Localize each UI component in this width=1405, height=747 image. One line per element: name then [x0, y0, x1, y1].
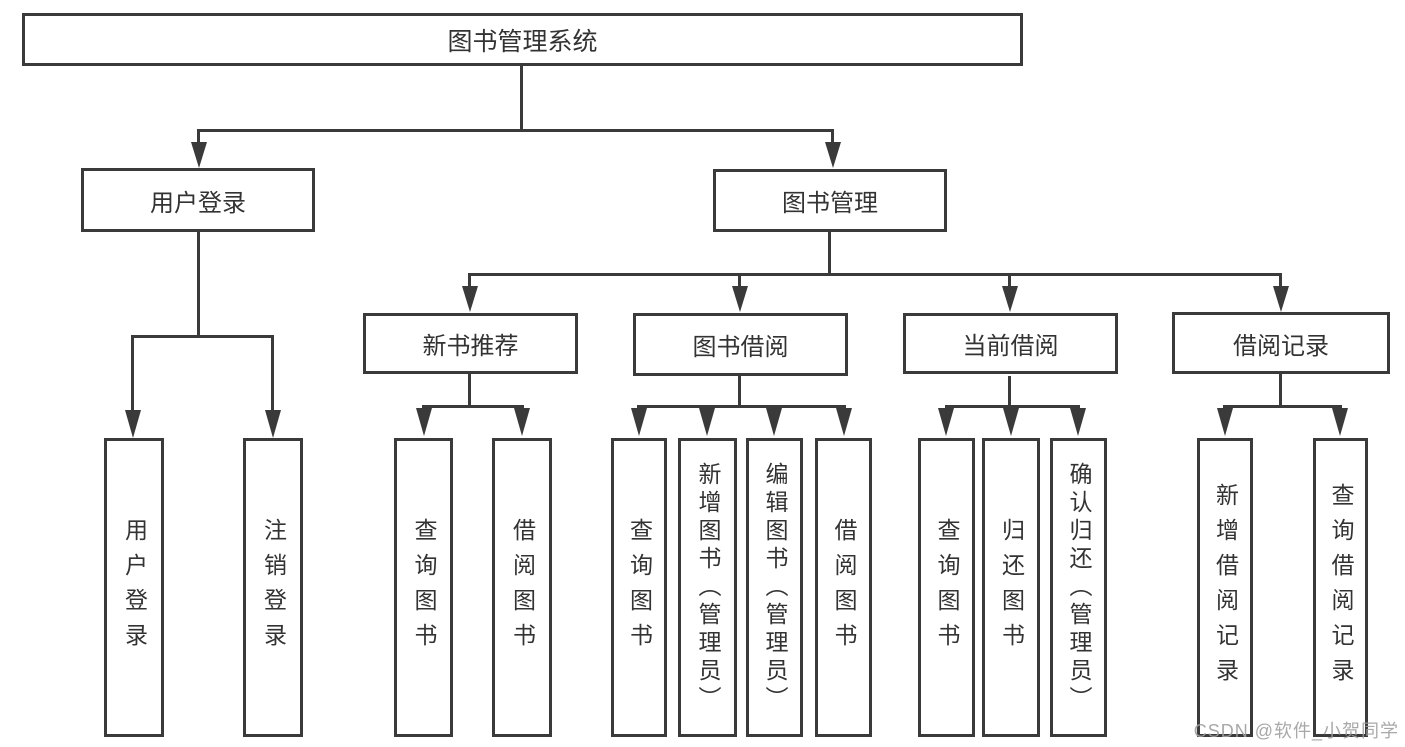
connector-line [197, 129, 834, 132]
arrow-down-icon [766, 408, 782, 436]
connector-line [828, 232, 831, 276]
csdn-watermark: CSDN @软件_小贺同学 [1193, 721, 1399, 741]
leaf-label: 编辑图书（管理员） [762, 461, 788, 714]
node-new-book-recommendation: 新书推荐 [363, 313, 578, 374]
leaf-label: 查询借阅记录 [1328, 482, 1354, 693]
node-user-login: 用户登录 [81, 168, 315, 232]
connector-line [1223, 405, 1342, 408]
arrow-down-icon [1332, 408, 1348, 436]
leaf-edit-books-admin: 编辑图书（管理员） [746, 438, 803, 737]
leaf-borrow-books-recommend: 借阅图书 [492, 438, 552, 737]
connector-line [831, 129, 834, 145]
node-label: 当前借阅 [962, 333, 1059, 360]
connector-line [197, 232, 200, 335]
leaf-query-borrowing-record: 查询借阅记录 [1313, 438, 1368, 737]
connector-line [271, 335, 274, 410]
node-label: 图书管理系统 [447, 27, 598, 56]
node-current-borrowing: 当前借阅 [903, 313, 1118, 374]
leaf-query-books-recommend: 查询图书 [394, 438, 453, 737]
arrow-down-icon [191, 142, 207, 168]
leaf-confirm-return-admin: 确认归还（管理员） [1050, 438, 1107, 737]
arrow-down-icon [125, 410, 141, 438]
leaf-add-books-admin: 新增图书（管理员） [678, 438, 737, 737]
node-label: 图书借阅 [692, 334, 789, 361]
connector-line [738, 276, 741, 288]
leaf-label: 归还图书 [998, 517, 1025, 658]
node-label: 图书管理 [782, 190, 878, 217]
connector-line [520, 66, 523, 129]
connector-line [1008, 276, 1011, 288]
leaf-label: 借阅图书 [509, 517, 536, 658]
connector-line [197, 129, 200, 145]
leaf-label: 注销登录 [260, 517, 287, 658]
connector-line [1008, 376, 1011, 408]
arrow-down-icon [1273, 286, 1289, 312]
leaf-label: 新增图书（管理员） [695, 461, 721, 714]
leaf-user-login: 用户登录 [104, 438, 164, 737]
leaf-label: 查询图书 [934, 517, 960, 658]
node-library-management-system: 图书管理系统 [22, 13, 1023, 66]
connector-line [468, 374, 471, 408]
leaf-label: 查询图书 [626, 517, 653, 658]
connector-line [131, 335, 134, 410]
leaf-label: 借阅图书 [831, 517, 857, 658]
leaf-label: 查询图书 [411, 517, 437, 658]
node-book-borrowing: 图书借阅 [633, 313, 848, 376]
arrow-down-icon [732, 286, 748, 312]
connector-line [1279, 373, 1282, 408]
leaf-label: 用户登录 [121, 517, 148, 658]
node-label: 用户登录 [150, 189, 246, 217]
arrow-down-icon [631, 408, 647, 436]
node-borrowing-records: 借阅记录 [1172, 312, 1390, 374]
arrow-down-icon [265, 410, 281, 438]
arrow-down-icon [1070, 408, 1086, 436]
node-label: 借阅记录 [1233, 332, 1329, 360]
leaf-logout: 注销登录 [243, 438, 303, 737]
connector-line [1279, 276, 1282, 288]
arrow-down-icon [699, 408, 715, 436]
leaf-label: 新增借阅记录 [1212, 482, 1239, 693]
arrow-down-icon [1003, 408, 1019, 436]
connector-line [945, 405, 1080, 408]
node-book-management: 图书管理 [713, 169, 947, 232]
arrow-down-icon [938, 408, 954, 436]
leaf-return-books: 归还图书 [982, 438, 1040, 737]
arrow-down-icon [514, 408, 530, 436]
connector-line [422, 405, 524, 408]
arrow-down-icon [416, 408, 432, 436]
node-label: 新书推荐 [422, 333, 519, 360]
leaf-query-books-borrowing: 查询图书 [611, 438, 667, 737]
arrow-down-icon [1002, 286, 1018, 312]
leaf-query-books-current: 查询图书 [918, 438, 975, 737]
connector-line [738, 376, 741, 408]
leaf-add-borrowing-record: 新增借阅记录 [1197, 438, 1253, 737]
connector-line [468, 276, 471, 288]
arrow-down-icon [462, 286, 478, 312]
connector-line [637, 405, 846, 408]
leaf-borrow-books-borrowing: 借阅图书 [815, 438, 872, 737]
connector-line [468, 273, 1282, 276]
leaf-label: 确认归还（管理员） [1066, 461, 1092, 714]
connector-line [131, 335, 274, 338]
arrow-down-icon [1217, 408, 1233, 436]
arrow-down-icon [825, 142, 841, 168]
arrow-down-icon [836, 408, 852, 436]
